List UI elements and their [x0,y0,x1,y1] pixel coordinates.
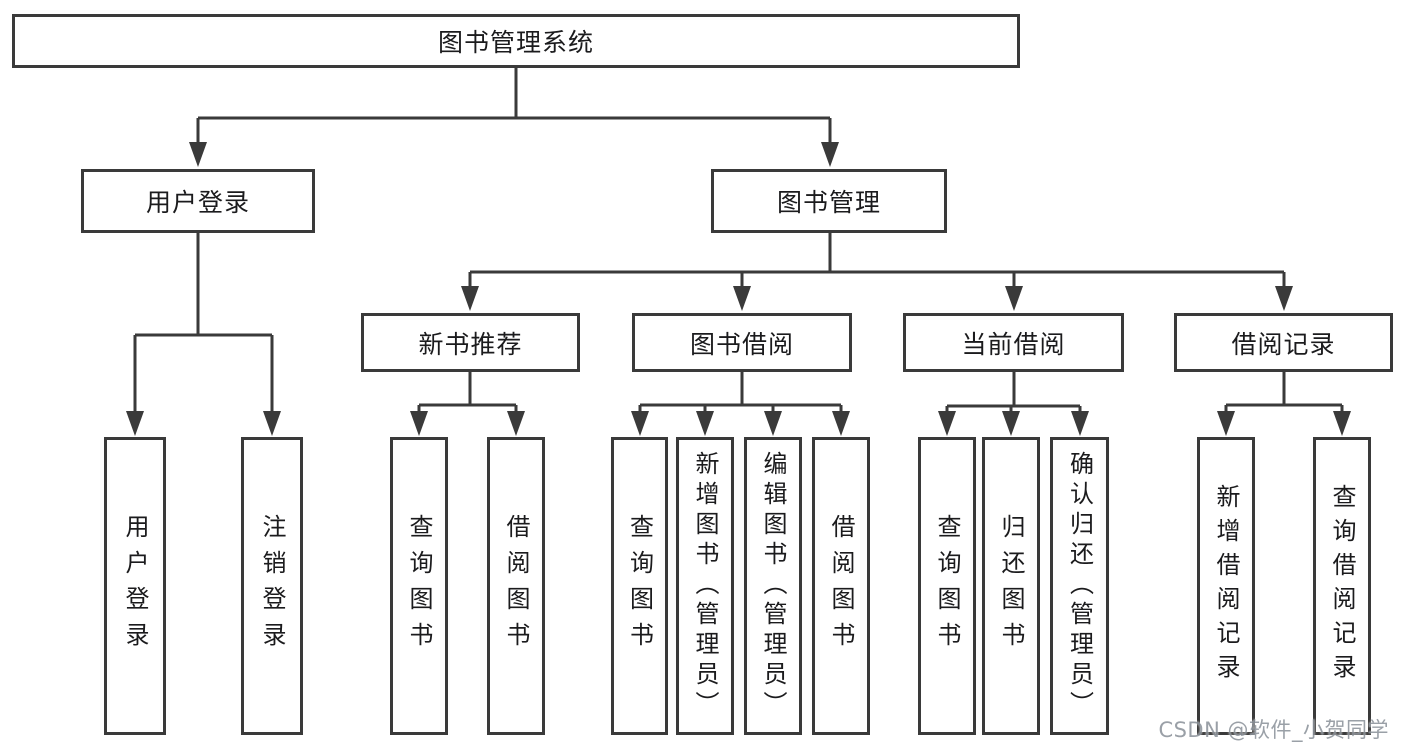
leaf-current-query-book: 查询图书 [918,437,976,735]
leaf-current-query-book-label: 查询图书 [933,514,961,658]
leaf-recommend-borrow-book-label: 借阅图书 [502,514,530,658]
leaf-user-login: 用户登录 [104,437,166,735]
node-user-login: 用户登录 [81,169,315,233]
node-root: 图书管理系统 [12,14,1020,68]
leaf-add-borrow-record: 新增借阅记录 [1197,437,1255,735]
leaf-query-borrow-record: 查询借阅记录 [1313,437,1371,735]
node-root-label: 图书管理系统 [437,28,594,57]
leaf-add-book-admin-label: 新增图书（管理员） [691,451,719,721]
leaf-edit-book-admin: 编辑图书（管理员） [744,437,802,735]
leaf-borrow-borrow-book: 借阅图书 [812,437,870,735]
leaf-return-book-label: 归还图书 [997,514,1025,658]
node-current-borrow-label: 当前借阅 [961,329,1066,359]
node-book-borrow: 图书借阅 [632,313,852,372]
leaf-return-book: 归还图书 [982,437,1040,735]
node-user-login-label: 用户登录 [145,188,250,217]
leaf-recommend-borrow-book: 借阅图书 [487,437,545,735]
node-borrow-record: 借阅记录 [1174,313,1393,372]
node-current-borrow: 当前借阅 [903,313,1124,372]
leaf-recommend-query-book: 查询图书 [390,437,448,735]
node-book-management: 图书管理 [711,169,947,233]
csdn-watermark: CSDN @软件_小贺同学 [1158,718,1389,742]
leaf-user-login-label: 用户登录 [121,514,149,658]
leaf-query-borrow-record-label: 查询借阅记录 [1328,484,1356,688]
leaf-confirm-return-admin: 确认归还（管理员） [1050,437,1109,735]
node-new-book-recommend: 新书推荐 [361,313,580,372]
leaf-logout: 注销登录 [241,437,303,735]
leaf-borrow-query-book-label: 查询图书 [625,514,654,658]
leaf-borrow-query-book: 查询图书 [611,437,668,735]
node-book-borrow-label: 图书借阅 [689,329,794,359]
leaf-borrow-borrow-book-label: 借阅图书 [827,514,855,658]
leaf-confirm-return-admin-label: 确认归还（管理员） [1065,451,1094,721]
node-borrow-record-label: 借阅记录 [1231,329,1336,359]
leaf-add-book-admin: 新增图书（管理员） [676,437,734,735]
leaf-add-borrow-record-label: 新增借阅记录 [1212,484,1240,688]
node-book-management-label: 图书管理 [776,188,881,217]
node-new-book-recommend-label: 新书推荐 [418,329,523,359]
leaf-edit-book-admin-label: 编辑图书（管理员） [759,451,787,721]
leaf-logout-label: 注销登录 [258,514,286,658]
leaf-recommend-query-book-label: 查询图书 [405,514,433,658]
